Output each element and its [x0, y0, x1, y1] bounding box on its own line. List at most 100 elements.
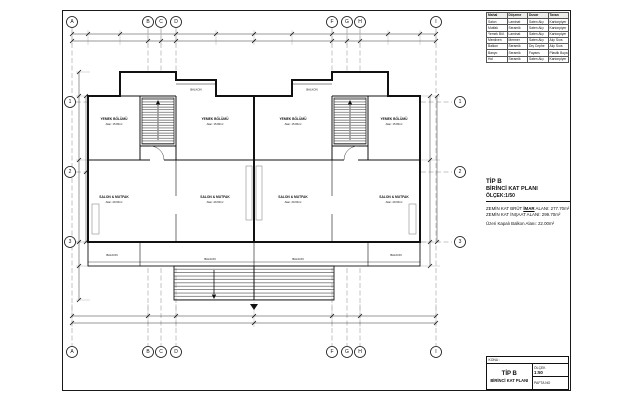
balcony-label: BALKON — [204, 257, 215, 261]
axis-label: D — [174, 19, 178, 25]
axis-label: 3 — [459, 239, 462, 245]
title-block-scale-cell: ÖLÇEK 1:50 — [532, 364, 568, 378]
scale-value: 1:50 — [534, 369, 543, 375]
building — [87, 71, 421, 310]
interior-walls — [88, 95, 420, 161]
balcony-label: BALKON — [190, 88, 201, 92]
axis-label: 2 — [459, 169, 462, 175]
axis-label: I — [435, 349, 436, 355]
steps-arrow-head — [211, 294, 217, 299]
room-label: YEMEK BÖLÜMÜ — [380, 117, 408, 121]
room-area: Alan: 29.60m² — [207, 200, 224, 204]
axis-label: B — [146, 349, 150, 355]
axis-label: D — [174, 349, 178, 355]
axis-label: G — [345, 19, 349, 25]
axis-bubbles — [64, 16, 466, 358]
room-area: Alan: 15.80m² — [106, 122, 123, 126]
room-label: YEMEK BÖLÜMÜ — [279, 117, 307, 121]
axis-label: 1 — [69, 99, 72, 105]
axis-label: 1 — [459, 99, 462, 105]
axis-label: 3 — [69, 239, 72, 245]
schedule-cell: Alçı Sıva — [547, 43, 569, 51]
schedule-cell: Kartonpiyer — [547, 30, 569, 38]
axis-label: 2 — [69, 169, 72, 175]
sheet-border — [62, 10, 571, 391]
axis-label: G — [345, 349, 349, 355]
room-area: Alan: 29.60m² — [285, 200, 302, 204]
furniture — [91, 165, 417, 235]
axis-label: C — [159, 19, 163, 25]
schedule-cell: Alçı Sıva — [547, 36, 569, 45]
dimension-ticks — [69, 31, 440, 326]
axis-label: H — [358, 19, 362, 25]
axis-bubbles-left — [64, 96, 76, 248]
title-block-plan-name: BİRİNCİ KAT PLANI — [490, 377, 529, 383]
plan-scale: ÖLÇEK:1/50 — [486, 193, 570, 202]
axis-label: B — [146, 19, 150, 25]
area-note-1-pre: ZEMİN KAT BRÜT — [486, 205, 524, 211]
room-area: Alan: 29.60m² — [106, 200, 123, 204]
sheet-number-label: PAFTA NO — [534, 381, 551, 386]
room-label: SALON & MUTFAK — [379, 195, 409, 199]
room-labels: YEMEK BÖLÜMÜ Alan: 15.80m² YEMEK BÖLÜMÜ … — [99, 88, 409, 262]
terrace-dividers — [139, 242, 369, 266]
area-note-3: Üzeri Kapalı Balkon Alanı: 22.00m² — [486, 221, 555, 227]
axis-label: A — [70, 349, 74, 355]
area-note-1-underlined: İMAR — [523, 205, 535, 211]
title-block-main: TİP B BİRİNCİ KAT PLANI ÖLÇEK 1:50 PAFTA… — [487, 364, 568, 389]
area-note-1: ZEMİN KAT BRÜT İMAR ALANI: 277.70m² — [486, 206, 570, 211]
balcony-label: BALKON — [106, 253, 117, 257]
axis-labels: A B C D F G H I A B C D F G H I 1 2 3 1 … — [69, 19, 462, 355]
schedule-cell: Saten Alçı — [527, 55, 549, 63]
room-area: Alan: 15.80m² — [207, 122, 224, 126]
axis-label: I — [435, 19, 436, 25]
partition-walls — [175, 160, 333, 242]
area-note-2: ZEMİN KAT İNŞAAT ALANI: 299.70m² — [486, 212, 561, 218]
room-label: SALON & MUTFAK — [278, 195, 308, 199]
axis-label: C — [159, 349, 163, 355]
schedule-cell: Seramik — [506, 55, 528, 63]
axis-bubbles-right — [454, 96, 466, 248]
scale-label: ÖLÇEK — [534, 365, 546, 370]
title-block-subject-label: KONU : — [487, 357, 568, 365]
door-swings — [149, 145, 359, 161]
schedule-cell: Yemek Böl. — [486, 30, 508, 38]
area-note-1-post: ALANI: 277.70m² — [534, 205, 570, 211]
plan-notes: TİP B BİRİNCİ KAT PLANI ÖLÇEK:1/50 ZEMİN… — [486, 178, 570, 226]
schedule-cell: Plastik Boya — [547, 49, 569, 57]
room-area: Alan: 15.80m² — [285, 122, 302, 126]
schedule-cell: Kartonpiyer — [547, 18, 569, 26]
balcony-label: BALKON — [390, 253, 401, 257]
title-block-type: TİP B — [501, 370, 517, 377]
balcony-label: BALKON — [292, 257, 303, 261]
axis-label: H — [358, 349, 362, 355]
stair-left-arrow-head — [155, 100, 161, 105]
title-block-sheet-cell: PAFTA NO — [533, 377, 568, 389]
room-area: Alan: 15.80m² — [386, 122, 403, 126]
plan-name-title: BİRİNCİ KAT PLANI — [486, 186, 538, 192]
axis-label: F — [330, 349, 333, 355]
stair-right-arrow-head — [347, 100, 353, 105]
axis-label: F — [330, 19, 333, 25]
room-area: Alan: 29.60m² — [386, 200, 403, 204]
room-label: YEMEK BÖLÜMÜ — [100, 117, 128, 121]
axis-bubbles-bottom — [66, 346, 442, 358]
room-label: YEMEK BÖLÜMÜ — [201, 117, 229, 121]
axis-label: A — [70, 19, 74, 25]
title-block: KONU : TİP B BİRİNCİ KAT PLANI ÖLÇEK 1:5… — [486, 356, 569, 390]
plan-type-title: TİP B — [486, 178, 502, 185]
axis-bubbles-top — [66, 16, 442, 28]
balcony-label: BALKON — [306, 88, 317, 92]
schedule-cell: Kartonpiyer — [547, 24, 569, 32]
room-label: SALON & MUTFAK — [99, 195, 129, 199]
schedule-cell: Kartonpiyer — [547, 55, 569, 63]
title-block-right: ÖLÇEK 1:50 PAFTA NO — [532, 364, 568, 389]
